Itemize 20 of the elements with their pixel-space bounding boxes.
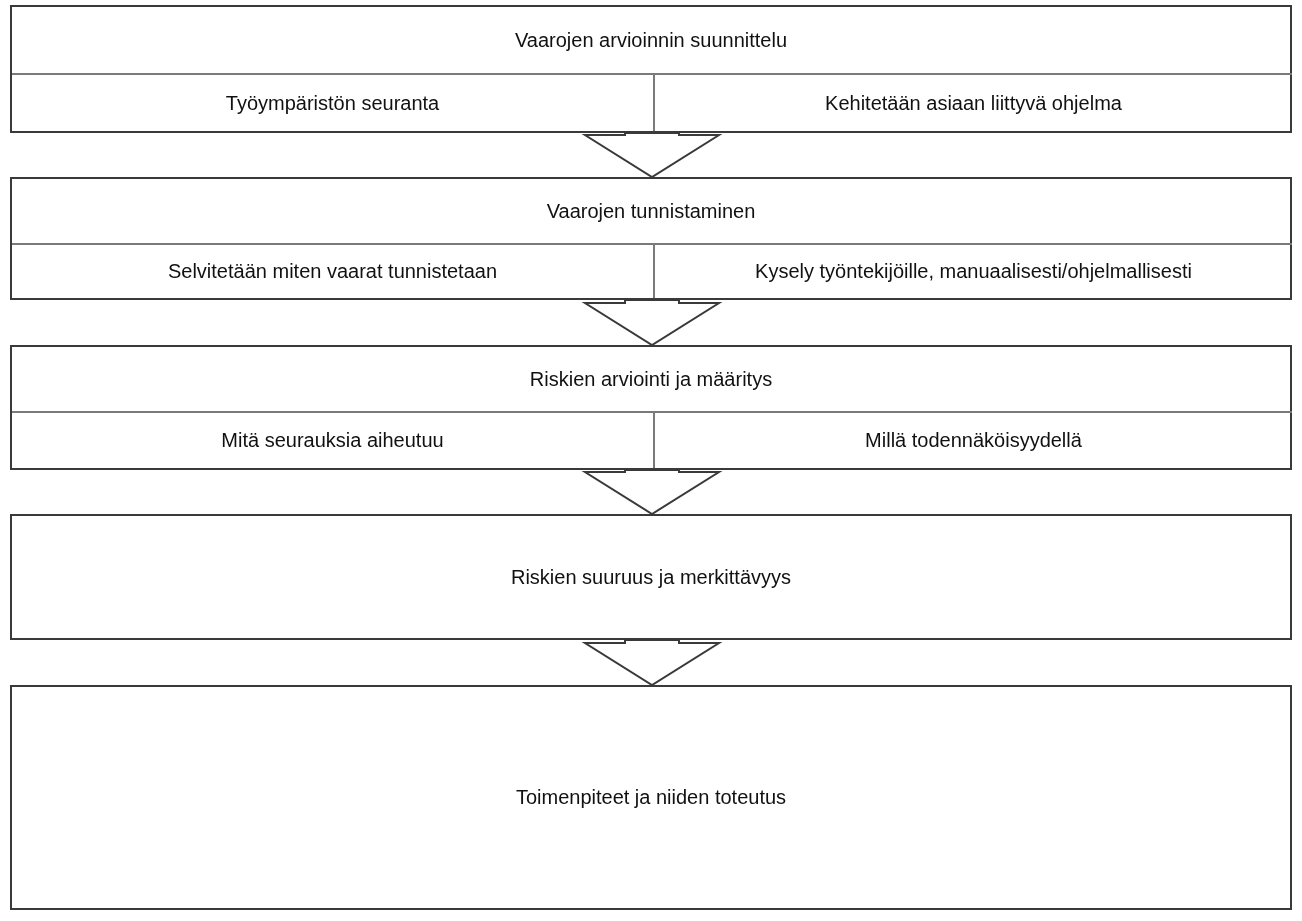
block-arrow [581, 132, 723, 179]
step-box [10, 5, 1292, 133]
sub-step-cell: Kysely työntekijöille, manuaalisesti/ohjelmallisesti [653, 243, 1292, 298]
step-label: Toimenpiteet ja niiden toteutus [515, 786, 787, 809]
step-box [10, 345, 1292, 470]
step-heading: Vaarojen tunnistaminen [545, 198, 757, 224]
step-box [10, 685, 1292, 910]
sub-step-cell: Työympäristön seuranta [12, 73, 653, 131]
sub-step-cell: Millä todennäköisyydellä [653, 411, 1292, 468]
block-arrow [581, 639, 723, 687]
step-heading: Riskien arviointi ja määritys [528, 366, 774, 392]
sub-step-cell: Mitä seurauksia aiheutuu [12, 411, 653, 468]
step-box [10, 177, 1292, 300]
sub-step-cell: Selvitetään miten vaarat tunnistetaan [12, 243, 653, 298]
block-arrow [581, 299, 723, 347]
block-arrow [581, 469, 723, 516]
step-label: Riskien suuruus ja merkittävyys [510, 565, 792, 589]
step-box [10, 514, 1292, 640]
step-heading: Vaarojen arvioinnin suunnittelu [514, 27, 788, 53]
sub-step-cell: Kehitetään asiaan liittyvä ohjelma [653, 73, 1292, 131]
